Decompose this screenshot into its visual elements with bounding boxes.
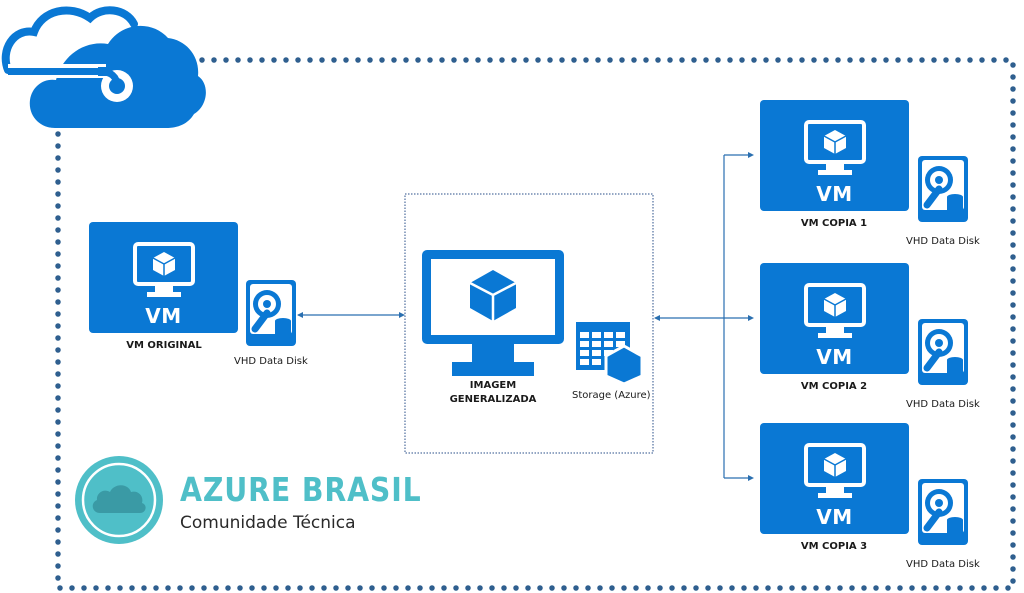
connectors [298,154,752,479]
azure-cloud-icon [1,6,206,129]
cloud-icon [75,456,163,544]
vhd-disk-icon [918,156,968,222]
brand-subtitle: Comunidade Técnica [180,513,356,533]
vm-copia-2-caption: VM COPIA 2 [800,381,868,392]
arrowhead-image-out [654,315,660,321]
image-group-box [404,193,654,454]
monitor-cube-icon[interactable] [422,250,564,376]
vhd-copia-2-caption: VHD Data Disk [906,399,980,410]
arrowhead-copia-3 [748,475,754,481]
storage-table-icon[interactable] [576,322,644,384]
brand-title: AZURE BRASIL [180,470,422,509]
vhd-copia-1-caption: VHD Data Disk [906,236,980,247]
arrowheads [297,152,754,481]
vhd-disk-icon [918,319,968,385]
image-caption-line1: IMAGEM [469,380,517,391]
vhd-disk-icon [918,479,968,545]
vhd-copia-3-caption: VHD Data Disk [906,559,980,570]
vm-copia-2-box[interactable]: VM [760,263,909,374]
vhd-original-caption: VHD Data Disk [234,356,308,367]
storage-caption: Storage (Azure) [572,390,651,401]
arrowhead-to-image [399,312,405,318]
vhd-disk-icon [246,280,296,346]
vm-copia-3-label: VM [816,505,853,529]
arrowhead-copia-2 [748,315,754,321]
vm-copia-1-box[interactable]: VM [760,100,909,211]
image-caption-line2: GENERALIZADA [449,394,537,405]
vm-copia-1-label: VM [816,182,853,206]
vm-original-box[interactable]: VM [89,222,238,333]
vm-copia-3-caption: VM COPIA 3 [800,541,868,552]
monitor-cube-icon [804,120,866,175]
vm-copia-1-caption: VM COPIA 1 [800,218,868,229]
monitor-cube-icon [133,242,195,297]
vm-original-label: VM [145,304,182,328]
vm-original-caption: VM ORIGINAL [126,340,202,351]
monitor-cube-icon [804,443,866,498]
arrowhead-copia-1 [748,152,754,158]
vm-copia-3-box[interactable]: VM [760,423,909,534]
monitor-cube-icon [804,283,866,338]
arrowhead-to-original [297,312,303,318]
vm-copia-2-label: VM [816,345,853,369]
